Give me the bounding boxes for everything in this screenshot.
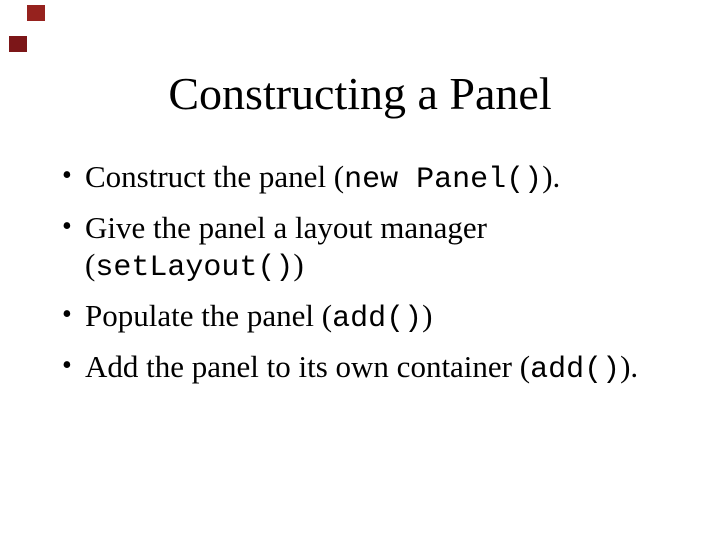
bullet-text: ). (620, 349, 639, 384)
bullet-item-construct: • Construct the panel (new Panel()). (62, 158, 648, 199)
bullet-text: ). (542, 159, 561, 194)
decor-square-bottom-icon (9, 36, 27, 52)
bullet-marker: • (62, 350, 72, 381)
bullet-text: ) (293, 247, 304, 282)
bullet-text: Construct the panel ( (85, 159, 345, 194)
code-add: add() (332, 302, 423, 336)
bullet-text: ) (422, 298, 433, 333)
code-new-panel: new Panel() (344, 163, 543, 197)
bullet-item-populate: • Populate the panel (add()) (62, 297, 648, 338)
bullet-marker: • (62, 211, 72, 242)
slide-title: Constructing a Panel (168, 68, 552, 119)
bullet-marker: • (62, 160, 72, 191)
decor-square-top-icon (27, 5, 45, 21)
bullet-text: Give the panel a layout manager (85, 210, 487, 245)
code-add: add() (530, 353, 621, 387)
bullet-marker: • (62, 299, 72, 330)
bullet-text: Add the panel to its own container ( (85, 349, 531, 384)
bullet-item-layout-manager: • Give the panel a layout manager(setLayo… (62, 209, 648, 287)
bullet-text: Populate the panel ( (85, 298, 333, 333)
bullet-text: ( (85, 247, 96, 282)
code-setlayout: setLayout() (95, 251, 294, 285)
bullet-list: • Construct the panel (new Panel()). • Giv… (62, 158, 648, 399)
bullet-item-add-container: • Add the panel to its own container (add… (62, 348, 648, 389)
